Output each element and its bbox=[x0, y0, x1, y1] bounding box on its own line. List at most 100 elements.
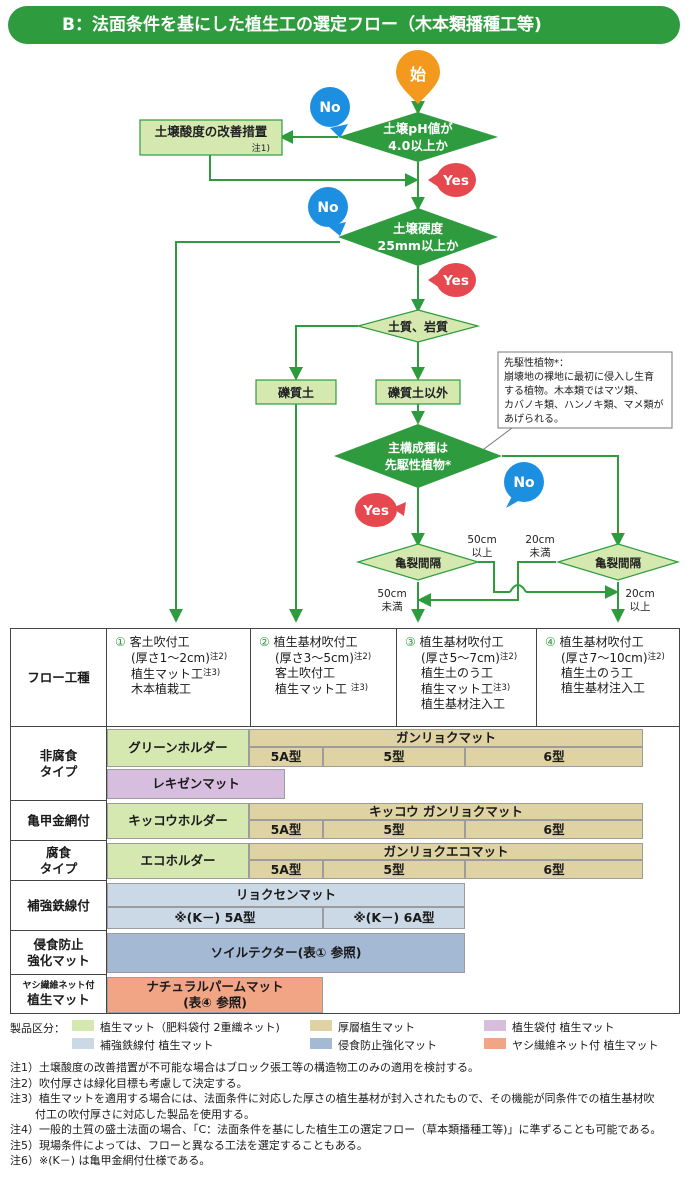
svg-text:する植物。木本類ではマツ類、: する植物。木本類ではマツ類、 bbox=[504, 384, 644, 397]
type-5a: 5A型 bbox=[249, 747, 323, 767]
flow-column-2: ② 植生基材吹付工 (厚さ3～5cm)注2) 客土吹付工 植生マット工 注3) bbox=[251, 629, 397, 727]
legend-label: 製品区分： bbox=[10, 1022, 65, 1035]
legend: 製品区分： 植生マット（肥料袋付 2重織ネット) 厚層植生マット 植生袋付 植生… bbox=[10, 1018, 680, 1058]
note-5: 注5）現場条件によっては、フローと異なる工法を選定することもある。 bbox=[10, 1138, 368, 1152]
decision-ph-line2: 4.0以上か bbox=[388, 138, 448, 153]
type-6: 6型 bbox=[465, 747, 643, 767]
pioneer-callout: 先駆性植物*： 崩壊地の裸地に最初に侵入し生育 する植物。木本類ではマツ類、 カ… bbox=[497, 351, 673, 429]
decision-hardness: 土壌硬度 25mm以上か bbox=[338, 208, 498, 266]
improve-note: 注1) bbox=[252, 142, 270, 154]
product-table: フロー工種 ① 客土吹付工 (厚さ1～2cm)注2) 植生マット工注3) 木本植… bbox=[10, 628, 680, 1014]
product-natural-palm-mat: ナチュラルパームマット (表④ 参照) bbox=[107, 977, 323, 1013]
legend-item-4: 補強鉄線付 植生マット bbox=[100, 1039, 214, 1052]
legend-item-5: 侵食防止強化マット bbox=[338, 1039, 437, 1052]
product-kikko-holder: キッコウホルダー bbox=[107, 803, 249, 839]
type-5a: 5A型 bbox=[249, 820, 323, 839]
svg-text:土壌硬度: 土壌硬度 bbox=[393, 221, 444, 236]
start-label: 始 bbox=[410, 65, 426, 84]
q2-no-bubble: No bbox=[308, 187, 348, 236]
crack-labels: 50cm 以上 20cm 未満 50cm 未満 20cm 以上 bbox=[377, 534, 654, 613]
page-title: B：法面条件を基にした植生工の選定フロー（木本類播種工等) bbox=[62, 15, 542, 35]
legend-swatch-6 bbox=[484, 1038, 506, 1049]
decision-soil: 土質、岩質 bbox=[355, 309, 481, 343]
improve-box: 土壌酸度の改善措置 注1) bbox=[139, 119, 283, 156]
svg-text:礫質土以外: 礫質土以外 bbox=[387, 385, 448, 400]
note-3: 注3）植生マットを適用する場合には、法面条件に対応した厚さの植生基材が封入された… bbox=[10, 1092, 655, 1105]
decision-crack-left: 亀裂間隔 bbox=[355, 543, 481, 581]
product-eco-holder: エコホルダー bbox=[107, 843, 249, 879]
type-6: 6型 bbox=[465, 860, 643, 879]
label-50-under-2: 未満 bbox=[382, 601, 403, 613]
q1-yes-bubble: Yes bbox=[428, 163, 476, 197]
improve-label: 土壌酸度の改善措置 bbox=[155, 124, 268, 139]
q2-yes-bubble: Yes bbox=[428, 263, 476, 297]
q1-no-bubble: No bbox=[310, 87, 350, 138]
product-ganryoku-eco: ガンリョクエコマット bbox=[249, 843, 643, 860]
decision-crack-right: 亀裂間隔 bbox=[555, 543, 681, 581]
flow-type-header: フロー工種 bbox=[11, 629, 107, 727]
note-2: 注2）吹付厚さは緑化目標も考慮して決定する。 bbox=[10, 1076, 248, 1090]
type-5: 5型 bbox=[323, 747, 465, 767]
svg-text:No: No bbox=[513, 475, 535, 491]
svg-text:Yes: Yes bbox=[362, 503, 389, 519]
label-50-over-2: 以上 bbox=[472, 547, 493, 559]
svg-text:Yes: Yes bbox=[442, 173, 469, 189]
decision-ph-line1: 土壌pH値が bbox=[383, 121, 453, 136]
flow-column-4: ④ 植生基材吹付工 (厚さ7～10cm)注2) 植生土のう工 植生基材注入工 bbox=[537, 629, 679, 727]
product-rekizen-mat: レキゼンマット bbox=[107, 769, 285, 799]
row-head-decay: 腐食 タイプ bbox=[11, 841, 107, 881]
row-head-erosion: 侵食防止 強化マット bbox=[11, 931, 107, 975]
page-title-bar: B：法面条件を基にした植生工の選定フロー（木本類播種工等) bbox=[8, 6, 680, 44]
type-5: 5型 bbox=[323, 820, 465, 839]
svg-text:先駆性植物*: 先駆性植物* bbox=[385, 457, 452, 472]
q4-yes-bubble: Yes bbox=[355, 493, 406, 527]
label-50-under-1: 50cm bbox=[377, 588, 406, 600]
row-head-wire: 補強鉄線付 bbox=[11, 881, 107, 931]
flowchart: 始 土壌pH値が 4.0以上か 土壌酸度の改善措置 注1) No Yes 土壌硬… bbox=[139, 50, 681, 623]
svg-text:土質、岩質: 土質、岩質 bbox=[388, 319, 448, 334]
flow-column-3: ③ 植生基材吹付工 (厚さ5～7cm)注2) 植生土のう工 植生マット工注3) … bbox=[397, 629, 537, 727]
nongravel-box: 礫質土以外 bbox=[375, 379, 461, 405]
gravel-box: 礫質土 bbox=[255, 379, 337, 405]
note-4: 注4）一般的土質の盛土法面の場合、「C：法面条件を基にした植生工の選定フロー（草… bbox=[10, 1123, 662, 1136]
product-ryokusen-mat: リョクセンマット bbox=[107, 883, 465, 907]
q4-no-bubble: No bbox=[504, 462, 544, 508]
svg-text:No: No bbox=[319, 100, 341, 116]
label-20-under-1: 20cm bbox=[525, 534, 554, 546]
legend-item-3: 植生袋付 植生マット bbox=[512, 1021, 615, 1034]
svg-text:Yes: Yes bbox=[442, 273, 469, 289]
row-head-coir: ヤシ繊維ネット付 植生マット bbox=[11, 975, 107, 1013]
svg-text:亀裂間隔: 亀裂間隔 bbox=[395, 556, 441, 570]
legend-swatch-3 bbox=[484, 1020, 506, 1031]
type-k-6a: ※(K－) 6A型 bbox=[323, 907, 465, 929]
legend-swatch-1 bbox=[72, 1020, 94, 1031]
decision-pioneer: 主構成種は 先駆性植物* bbox=[334, 424, 502, 488]
svg-text:崩壊地の裸地に最初に侵入し生育: 崩壊地の裸地に最初に侵入し生育 bbox=[504, 370, 654, 383]
legend-swatch-2 bbox=[310, 1020, 332, 1031]
label-20-over-1: 20cm bbox=[625, 588, 654, 600]
label-20-under-2: 未満 bbox=[530, 547, 551, 559]
decision-ph: 土壌pH値が 4.0以上か bbox=[338, 112, 498, 162]
note-3-cont: 付工の吹付厚さに対応した製品を使用する。 bbox=[35, 1107, 255, 1121]
legend-swatch-5 bbox=[310, 1038, 332, 1049]
notes: 注1）土壌酸度の改善措置が不可能な場合はブロック張工等の構造物工のみの適用を検討… bbox=[10, 1060, 682, 1169]
svg-text:主構成種は: 主構成種は bbox=[388, 440, 448, 455]
note-1: 注1）土壌酸度の改善措置が不可能な場合はブロック張工等の構造物工のみの適用を検討… bbox=[10, 1061, 479, 1074]
type-k-5a: ※(K－) 5A型 bbox=[107, 907, 323, 929]
row-head-kikko: 亀甲金網付 bbox=[11, 801, 107, 841]
row-head-nondecay: 非腐食 タイプ bbox=[11, 727, 107, 801]
product-soil-tector: ソイルテクター(表① 参照) bbox=[107, 933, 465, 973]
note-6: 注6）※(K－) は亀甲金網付仕様である。 bbox=[10, 1154, 211, 1167]
svg-text:No: No bbox=[317, 200, 339, 216]
flow-column-1: ① 客土吹付工 (厚さ1～2cm)注2) 植生マット工注3) 木本植栽工 bbox=[107, 629, 251, 727]
svg-text:亀裂間隔: 亀裂間隔 bbox=[595, 556, 641, 570]
product-green-holder: グリーンホルダー bbox=[107, 729, 249, 767]
label-20-over-2: 以上 bbox=[630, 601, 651, 613]
svg-text:先駆性植物*：: 先駆性植物*： bbox=[504, 356, 569, 369]
svg-text:25mm以上か: 25mm以上か bbox=[378, 238, 459, 253]
svg-text:カバノキ類、ハンノキ類、マメ類が: カバノキ類、ハンノキ類、マメ類が bbox=[504, 398, 664, 411]
start-node: 始 bbox=[396, 50, 440, 104]
legend-item-2: 厚層植生マット bbox=[338, 1021, 415, 1034]
label-50-over-1: 50cm bbox=[467, 534, 496, 546]
product-kikko-ganryoku: キッコウ ガンリョクマット bbox=[249, 803, 643, 820]
